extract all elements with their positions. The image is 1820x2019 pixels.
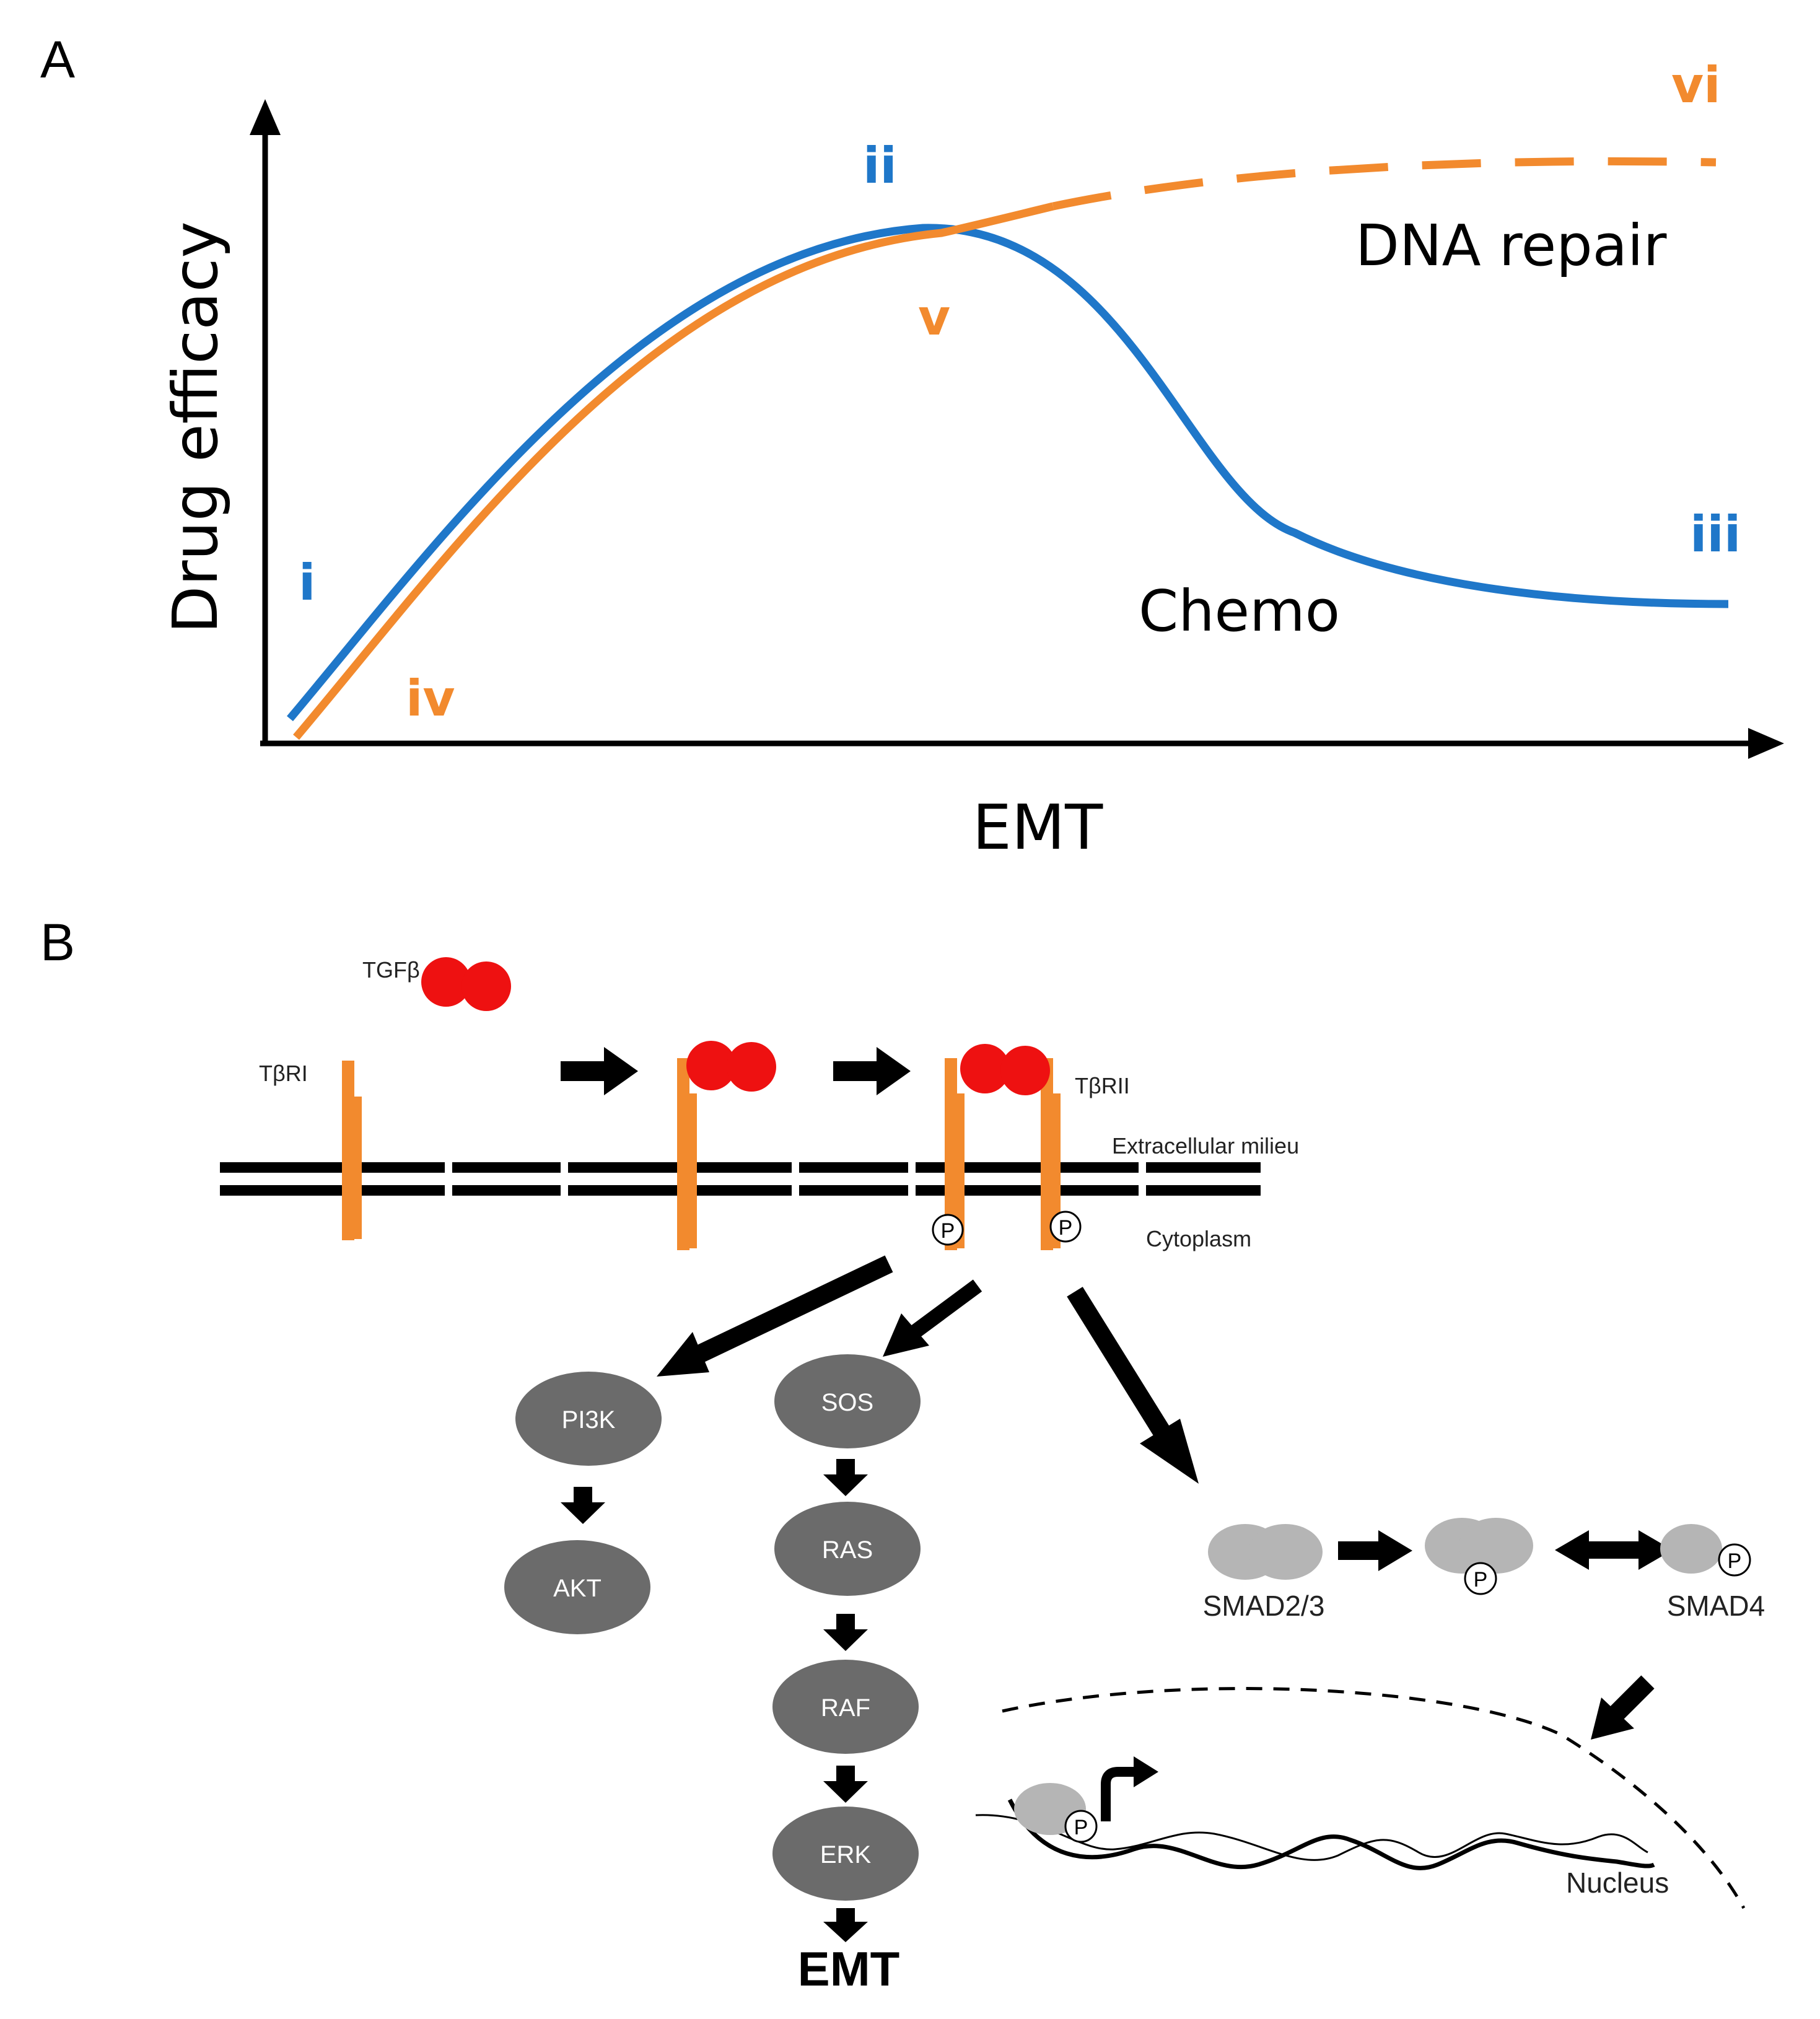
- receptor-phospho-1: P: [932, 1214, 964, 1246]
- tbri-receptor: [342, 1061, 362, 1240]
- tbrii-label: TβRII: [1075, 1073, 1130, 1098]
- panel-b-label: B: [40, 913, 75, 971]
- nucleus-entry-arrow: [1591, 1675, 1655, 1740]
- marker-vi: vi: [1671, 56, 1721, 114]
- marker-iv: iv: [406, 670, 455, 727]
- phospho-smad23-complex: P: [1425, 1518, 1533, 1595]
- dna-repair-label: DNA repair: [1355, 212, 1667, 279]
- transcription-arrow: [1101, 1756, 1158, 1821]
- receptor-dimer-complex: [945, 1044, 1061, 1250]
- arrow-to-sos: [883, 1279, 982, 1357]
- smad4-label: SMAD4: [1667, 1590, 1765, 1622]
- svg-text:RAF: RAF: [821, 1694, 870, 1722]
- svg-text:RAS: RAS: [822, 1536, 873, 1564]
- arrow-to-pi3k: [657, 1255, 893, 1377]
- nuclear-smad-complex: P: [1014, 1783, 1098, 1843]
- svg-text:P: P: [941, 1219, 955, 1243]
- cell-membrane: [220, 1157, 1261, 1201]
- progression-arrow-1: [561, 1047, 638, 1095]
- svg-text:PI3K: PI3K: [562, 1406, 616, 1434]
- pi3k-node: PI3K: [515, 1372, 662, 1466]
- svg-text:AKT: AKT: [553, 1575, 602, 1602]
- dna-strand-thick: [1007, 1798, 1655, 1870]
- tbri-label: TβRI: [259, 1061, 308, 1086]
- arrow-to-smad: [1067, 1287, 1199, 1484]
- pi3k-akt-arrow: [561, 1487, 605, 1524]
- smad4-complex: P: [1660, 1524, 1751, 1577]
- chart-axes: [250, 99, 1784, 759]
- ras-raf-arrow: [823, 1614, 868, 1651]
- panel-a-label: A: [40, 30, 75, 89]
- erk-emt-arrow: [823, 1908, 868, 1942]
- chemo-curve: [287, 224, 1729, 722]
- svg-text:ERK: ERK: [820, 1841, 872, 1868]
- smad-arrow-1: [1338, 1530, 1412, 1571]
- erk-node: ERK: [772, 1807, 919, 1901]
- nucleus-label: Nucleus: [1566, 1867, 1669, 1899]
- raf-erk-arrow: [823, 1766, 868, 1803]
- y-axis-label: Drug efficacy: [159, 221, 232, 633]
- svg-text:P: P: [1474, 1568, 1488, 1592]
- receptor-phospho-2: P: [1049, 1211, 1082, 1243]
- dna-repair-curve-dashed: [1052, 157, 1717, 211]
- svg-text:P: P: [1074, 1816, 1088, 1839]
- smad23-label: SMAD2/3: [1203, 1590, 1325, 1622]
- cytoplasm-label: Cytoplasm: [1146, 1226, 1251, 1251]
- smad-double-arrow: [1555, 1530, 1673, 1570]
- chemo-label: Chemo: [1139, 578, 1340, 644]
- emt-output-label: EMT: [798, 1942, 900, 1996]
- marker-i: i: [299, 554, 315, 611]
- sos-ras-arrow: [823, 1459, 868, 1496]
- dna-repair-curve-solid: [293, 202, 1054, 740]
- raf-node: RAF: [772, 1660, 919, 1754]
- tgfb-ligand-free: [421, 957, 511, 1011]
- svg-text:SOS: SOS: [821, 1389, 873, 1416]
- marker-ii: ii: [863, 137, 897, 195]
- progression-arrow-2: [833, 1047, 911, 1095]
- svg-text:P: P: [1059, 1216, 1073, 1240]
- extracellular-label: Extracellular milieu: [1112, 1133, 1299, 1158]
- receptor-ligand-complex: [677, 1041, 776, 1250]
- smad23-complex: [1208, 1524, 1323, 1580]
- svg-text:P: P: [1728, 1549, 1742, 1573]
- sos-node: SOS: [774, 1354, 921, 1448]
- marker-iii: iii: [1690, 506, 1741, 563]
- marker-v: v: [918, 289, 950, 346]
- akt-node: AKT: [504, 1540, 650, 1634]
- x-axis-label: EMT: [973, 791, 1103, 864]
- tgfb-label: TGFβ: [362, 957, 420, 983]
- ras-node: RAS: [774, 1502, 921, 1596]
